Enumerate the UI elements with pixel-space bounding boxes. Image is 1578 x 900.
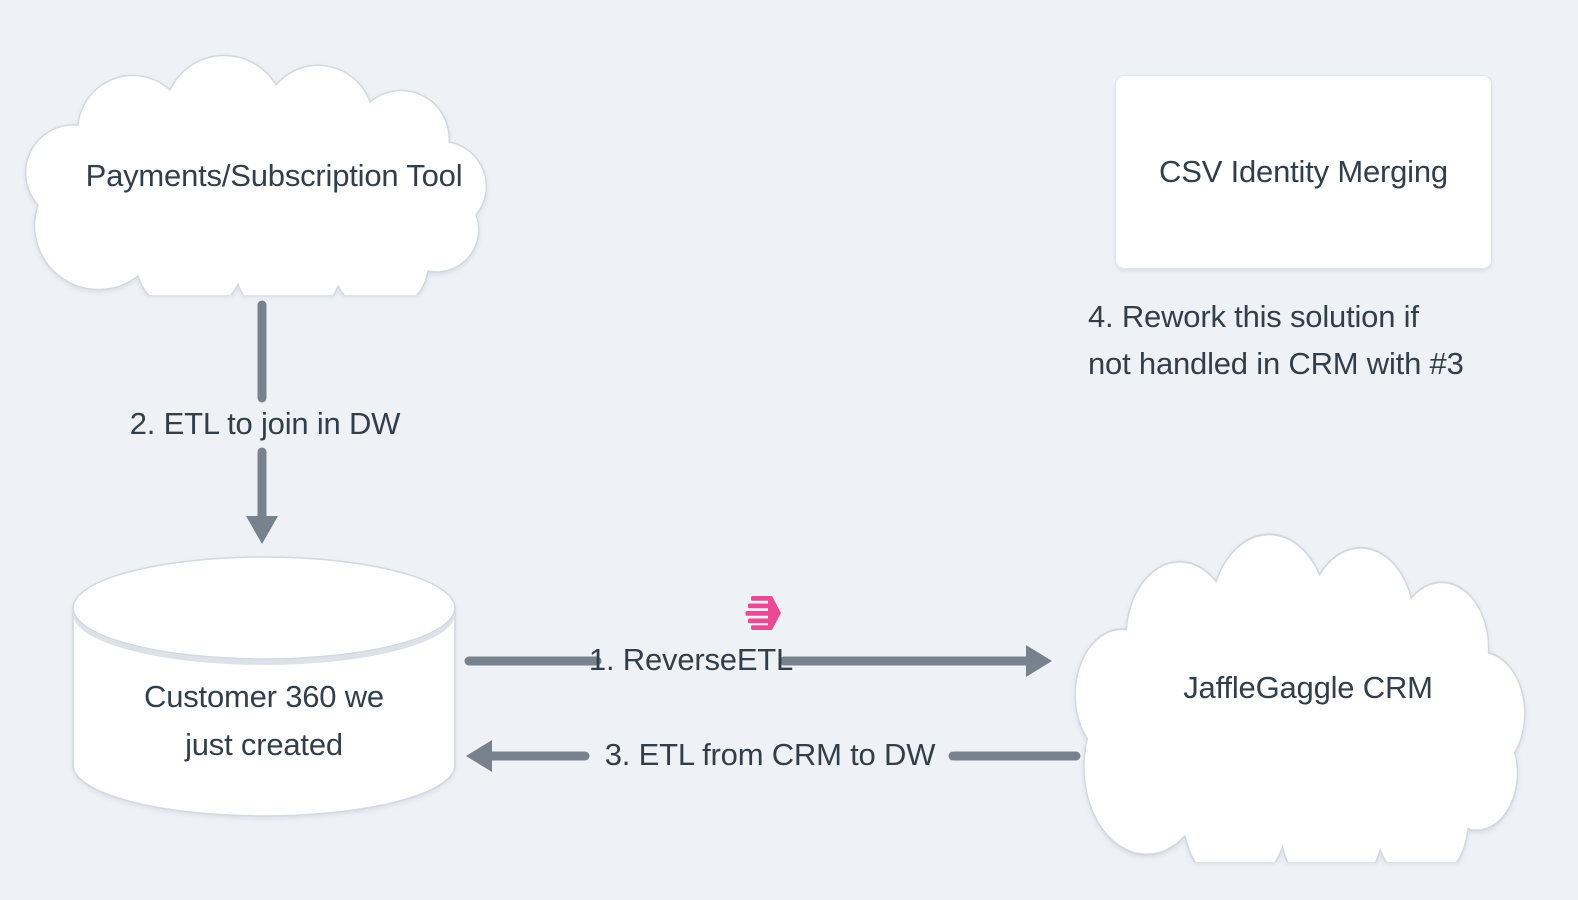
arrow-left-head xyxy=(466,740,492,772)
customer360-label: Customer 360 we just created xyxy=(84,673,444,769)
csv-identity-merging-box: CSV Identity Merging xyxy=(1115,75,1492,269)
customer360-label-line2: just created xyxy=(185,727,343,762)
reverse-etl-label: 1. ReverseETL xyxy=(588,642,794,677)
etl-from-crm-label: 3. ETL from CRM to DW xyxy=(604,737,936,772)
customer360-label-line1: Customer 360 we xyxy=(144,679,384,714)
csv-box-label: CSV Identity Merging xyxy=(1159,154,1448,189)
customer360-cylinder-shape xyxy=(72,556,456,817)
jafflegaggle-cloud-label: JaffleGaggle CRM xyxy=(1183,670,1433,705)
hightouch-logo-icon xyxy=(745,596,781,630)
etl-join-label: 2. ETL to join in DW xyxy=(129,406,401,441)
jafflegaggle-cloud-shape xyxy=(1074,533,1526,862)
payments-cloud-label: Payments/Subscription Tool xyxy=(85,158,463,193)
payments-cloud-shape xyxy=(24,54,488,295)
arrow-right-head xyxy=(1026,645,1052,677)
arrow-down-head xyxy=(246,516,278,544)
rework-note-line2: not handled in CRM with #3 xyxy=(1088,346,1464,381)
rework-note-line1: 4. Rework this solution if xyxy=(1088,299,1419,334)
rework-note: 4. Rework this solution if not handled i… xyxy=(1088,293,1464,387)
